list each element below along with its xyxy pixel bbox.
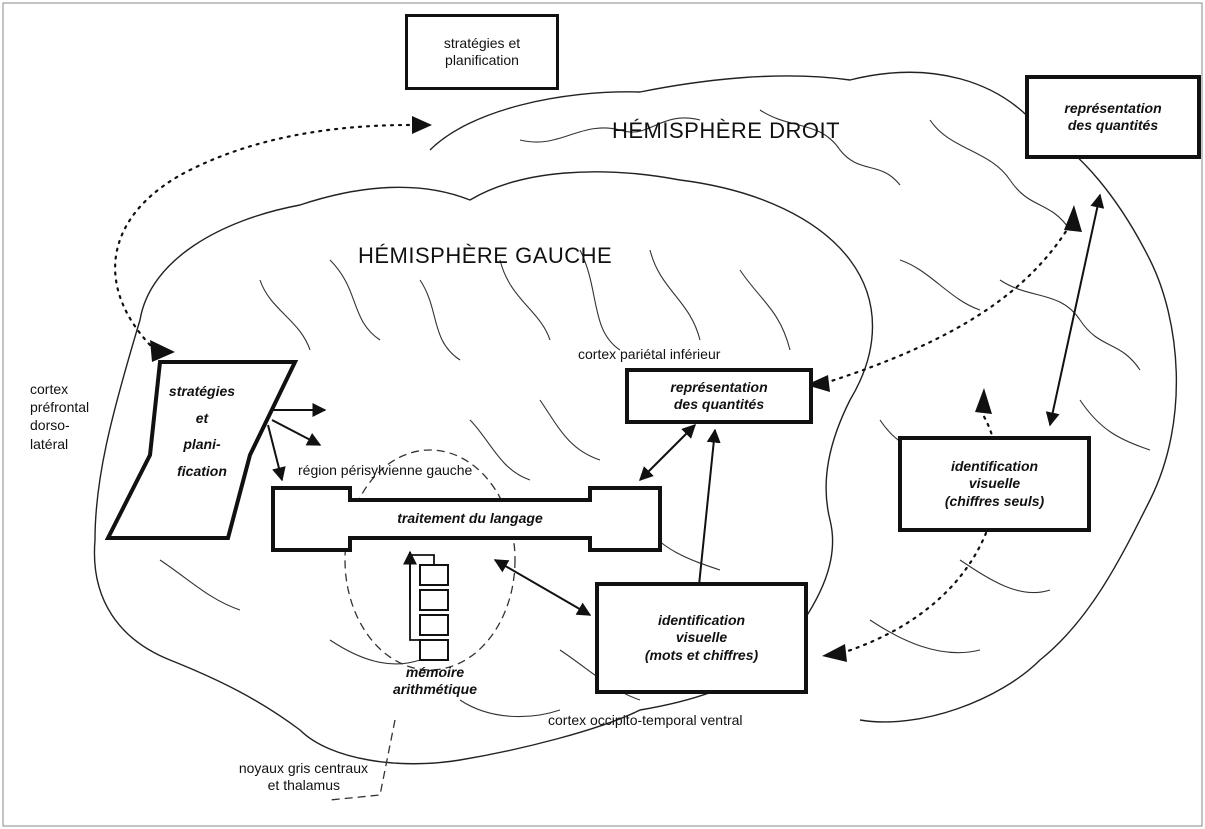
basal-ganglia-outline bbox=[344, 449, 516, 671]
memory-label: mémoire arithmétique bbox=[350, 664, 520, 698]
dotted-arrowhead-6 bbox=[1064, 205, 1082, 232]
prefrontal-label: cortex préfrontal dorso- latéral bbox=[30, 380, 89, 453]
visual-digits-box: identification visuelle (chiffres seuls) bbox=[898, 436, 1091, 532]
arrow-quantities-visual bbox=[692, 428, 721, 597]
quantities-left-line2: des quantités bbox=[673, 396, 765, 412]
dotted-arrowhead-2 bbox=[150, 340, 175, 362]
quantities-right-line1: représentation bbox=[1064, 99, 1162, 116]
quantities-left-box: représentation des quantités bbox=[625, 368, 813, 424]
strategies-left-line4: fication bbox=[177, 462, 227, 479]
prefrontal-line4: latéral bbox=[30, 435, 69, 452]
prefrontal-line1: cortex bbox=[30, 381, 69, 397]
strategies-right-line2: planification bbox=[445, 52, 519, 68]
memory-line1: mémoire bbox=[405, 664, 465, 680]
dotted-arrow-visual-link bbox=[843, 408, 999, 654]
dotted-arrowhead-1 bbox=[412, 116, 432, 134]
dotted-arrow-strategies-link bbox=[114, 123, 412, 347]
quantities-right-box: représentation des quantités bbox=[1025, 75, 1201, 159]
arrow-strategies-down bbox=[267, 424, 286, 482]
prefrontal-line2: préfrontal bbox=[30, 399, 90, 416]
strategies-left-line3: plani- bbox=[183, 436, 221, 453]
occipito-label: cortex occipito-temporal ventral bbox=[548, 712, 743, 728]
dotted-arrowhead-4 bbox=[975, 388, 992, 414]
strategies-left-shape bbox=[104, 360, 299, 540]
visual-digits-line1: identification bbox=[950, 457, 1039, 474]
memory-line2: arithmétique bbox=[392, 680, 477, 697]
visual-words-box: identification visuelle (mots et chiffre… bbox=[595, 582, 808, 694]
dotted-arrow-quantities-link bbox=[823, 223, 1072, 385]
basal-line1: noyaux gris centraux bbox=[238, 760, 368, 776]
strategies-right-box: stratégies et planification bbox=[405, 14, 559, 90]
prefrontal-line3: dorso- bbox=[30, 417, 70, 434]
quantities-right-line2: des quantités bbox=[1067, 117, 1159, 133]
hemisphere-left-title: HÉMISPHÈRE GAUCHE bbox=[358, 243, 613, 268]
visual-digits-line2: visuelle bbox=[968, 475, 1021, 492]
left-hemisphere-outline bbox=[93, 171, 874, 765]
language-label: traitement du langage bbox=[397, 510, 543, 526]
arrow-strategies-diag bbox=[271, 419, 322, 446]
memory-stack bbox=[419, 564, 449, 661]
visual-words-line2: visuelle bbox=[675, 629, 728, 646]
parietal-label: cortex pariétal inférieur bbox=[578, 346, 721, 362]
strategies-right-line1: stratégies et bbox=[443, 34, 521, 51]
visual-digits-line3: (chiffres seuls) bbox=[944, 492, 1045, 509]
strategies-left-text: stratégies et plani- fication bbox=[142, 378, 262, 484]
strategies-left-line2: et bbox=[195, 409, 209, 426]
arrow-language-quantities bbox=[639, 424, 696, 481]
dotted-arrowhead-5 bbox=[806, 375, 830, 392]
arrow-language-visual bbox=[493, 559, 592, 616]
visual-words-line3: (mots et chiffres) bbox=[644, 646, 759, 663]
strategies-left-line1: stratégies bbox=[168, 383, 236, 399]
visual-words-line1: identification bbox=[657, 611, 746, 628]
language-shape bbox=[271, 486, 662, 552]
basal-label: noyaux gris centraux et thalamus bbox=[168, 760, 368, 794]
basal-line2: et thalamus bbox=[267, 776, 340, 793]
perisylvian-label: région périsylvienne gauche bbox=[298, 462, 473, 478]
dotted-arrowhead-3 bbox=[822, 644, 847, 662]
basal-ganglia-pointer bbox=[329, 719, 396, 801]
quantities-left-line1: représentation bbox=[670, 378, 768, 395]
right-hemisphere-outline bbox=[429, 71, 1178, 723]
arrow-right-quantities-digits bbox=[1045, 193, 1105, 427]
hemisphere-right-title: HÉMISPHÈRE DROIT bbox=[612, 118, 841, 143]
